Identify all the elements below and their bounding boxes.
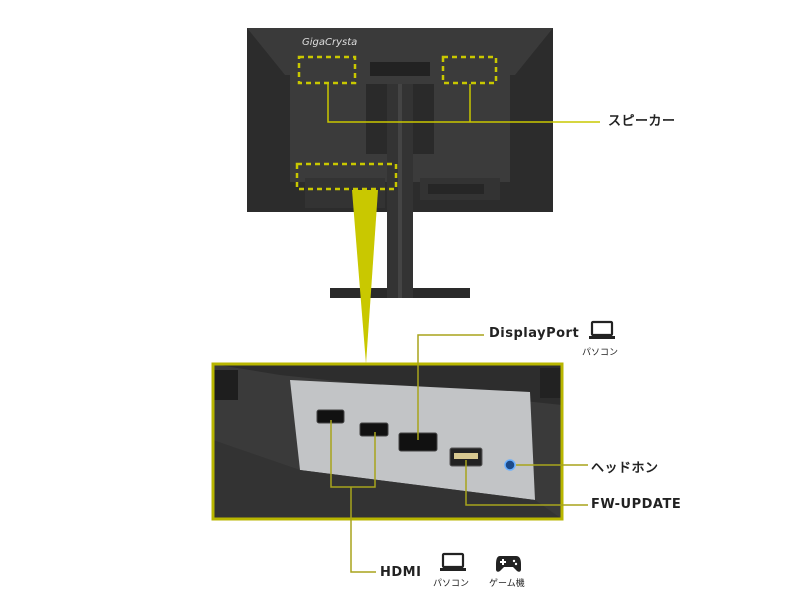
laptop-icon — [440, 552, 466, 571]
hdmi-device-game: ゲーム機 — [489, 579, 525, 589]
port-closeup — [211, 362, 564, 521]
headphone-label: ヘッドホン — [591, 461, 659, 476]
displayport-label: DisplayPort — [489, 326, 580, 341]
displayport-device-pc: パソコン — [582, 348, 619, 358]
brand-logo: GigaCrysta — [302, 37, 358, 48]
monitor-stand — [330, 84, 470, 298]
speaker-label: スピーカー — [608, 114, 676, 129]
hdmi-port-2 — [359, 422, 389, 437]
speaker-highlight-left — [297, 55, 357, 85]
zoom-pointer — [352, 190, 378, 364]
fw-update-label: FW-UPDATE — [591, 497, 682, 512]
speaker-leader-line — [327, 84, 600, 123]
speaker-highlight-right — [441, 55, 498, 85]
headphone-jack — [504, 459, 516, 471]
gamepad-icon — [496, 556, 521, 572]
hdmi-device-pc: パソコン — [433, 579, 470, 589]
port-area-highlight — [295, 162, 398, 191]
port-leader-lines — [330, 334, 588, 573]
laptop-icon — [589, 320, 615, 339]
hdmi-label: HDMI — [380, 565, 422, 580]
